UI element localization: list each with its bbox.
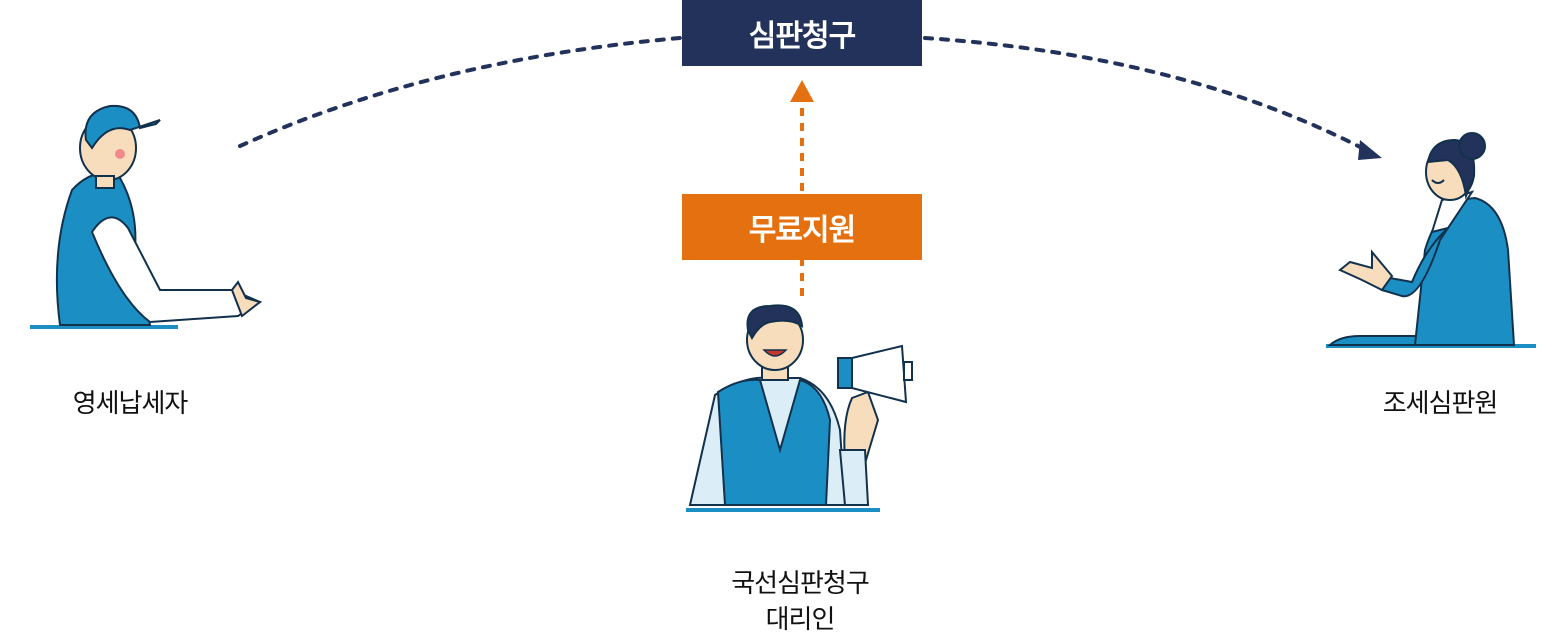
arrowhead-claim bbox=[790, 80, 814, 102]
arrowhead-tribunal bbox=[1358, 140, 1382, 160]
agent-label-line2: 대리인 bbox=[765, 605, 836, 635]
agent-label: 국선심판청구 대리인 bbox=[680, 566, 920, 638]
taxpayer-figure-icon bbox=[30, 104, 263, 329]
free-support-box: 무료지원 bbox=[682, 194, 922, 260]
tribunal-figure-icon bbox=[1326, 132, 1536, 348]
agent-megaphone-figure-icon bbox=[686, 304, 913, 512]
free-support-box-label: 무료지원 bbox=[748, 213, 856, 248]
tribunal-label: 조세심판원 bbox=[1382, 389, 1499, 419]
claim-box-label: 심판청구 bbox=[748, 19, 856, 54]
flow-arrow-taxpayer-to-claim bbox=[238, 36, 682, 148]
taxpayer-label: 영세납세자 bbox=[72, 389, 189, 419]
flow-arrow-claim-to-tribunal bbox=[923, 36, 1364, 150]
claim-box: 심판청구 bbox=[682, 0, 922, 66]
agent-label-line1: 국선심판청구 bbox=[731, 569, 870, 599]
